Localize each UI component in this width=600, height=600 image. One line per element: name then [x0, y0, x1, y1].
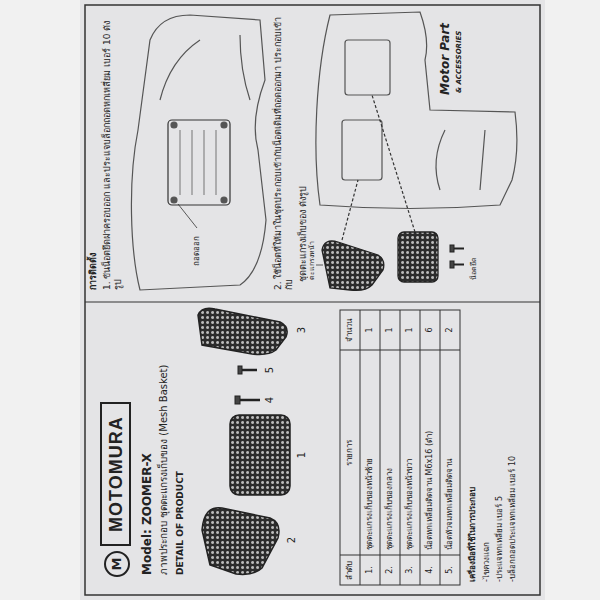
table-cell: 5. [445, 566, 455, 574]
logo-letter: M [109, 558, 125, 571]
mesh-part [230, 415, 290, 495]
callout-number: 4 [264, 397, 276, 403]
mesh-part [398, 232, 438, 282]
brand-tagline: Motor Part [438, 23, 452, 95]
bolt [450, 245, 464, 268]
instruction-step: 1. ขันน็อตยึดฝาครอบออก และประแจบล็อกถอดห… [102, 12, 124, 290]
table-grid [340, 310, 460, 585]
callout-number: 3 [296, 327, 308, 333]
mesh-part [202, 508, 279, 575]
table-cell: ชุดตะแกรงเก็บของหน้าซ้าย [365, 458, 375, 550]
table-header: จำนวน [345, 319, 355, 342]
logo-circle [105, 552, 129, 576]
table-cell: น็อตหกเหลี่ยมติดจาน M6x16 (ดำ) [425, 431, 435, 550]
table-cell: 1 [405, 327, 415, 332]
tool-item: -ไขควงแฉก [482, 542, 492, 582]
callout-label: น็อตยึด [470, 255, 478, 282]
table-cell: 4. [425, 566, 435, 574]
table-cell: 1 [385, 327, 395, 332]
sheet-heading: ภาพประกอบ ชุดตะแกรงเก็บของ (Mesh Basket) [158, 365, 170, 575]
scooter-illustration [131, 15, 266, 290]
table-cell: 3. [405, 566, 415, 574]
callout-number: 1 [296, 452, 308, 458]
callout-number: 5 [264, 367, 276, 373]
bolt [235, 366, 260, 404]
scooter-illustration [316, 12, 517, 265]
instructions-heading: การติดตั้ง [88, 253, 99, 290]
sheet-frame [85, 5, 540, 595]
table-header: รายการ [345, 440, 355, 466]
table-cell: 2. [385, 566, 395, 574]
table-cell: 6 [425, 327, 435, 332]
brand-tagline: & ACCESSORIES [455, 31, 463, 93]
instruction-step: 2. ใช้น็อตที่ให้มาในชุดประกอบเข้ากับน็อต… [273, 12, 295, 290]
table-cell: 1 [365, 327, 375, 332]
mesh-part [322, 241, 384, 290]
tool-item: -บล็อกถอดประแจหกเหลี่ยม เบอร์ 10 [508, 456, 518, 582]
table-header: ลำดับ [345, 561, 355, 580]
tools-heading: เครื่องมือที่ใช้ในการประกอบ [468, 487, 478, 582]
table-cell: ชุดตะแกรงเก็บของกลาง [385, 468, 395, 550]
table-cell: 1. [365, 566, 375, 574]
callout-number: 2 [286, 537, 298, 543]
brand-name: MOTOMURA [106, 416, 127, 532]
mesh-part [198, 308, 287, 354]
column-divider [85, 301, 540, 302]
callout-label: ถอดออก [192, 234, 202, 268]
tool-item: -ประแจหกเหลี่ยม เบอร์ 5 [495, 496, 505, 582]
callout-label: ตะแกรงหน้า [308, 239, 316, 282]
table-cell: ชุดตะแกรงเก็บของหน้าขวา [405, 459, 415, 550]
table-cell: 2 [445, 327, 455, 332]
section-heading: DETAIL OF PRODUCT [175, 471, 186, 575]
table-cell: น็อตหัวจมหกเหลี่ยมติดจาน [445, 459, 455, 550]
model-name: Model: ZOOMER-X [140, 453, 154, 575]
brand-logo-box: MOTOMURA [100, 402, 131, 546]
